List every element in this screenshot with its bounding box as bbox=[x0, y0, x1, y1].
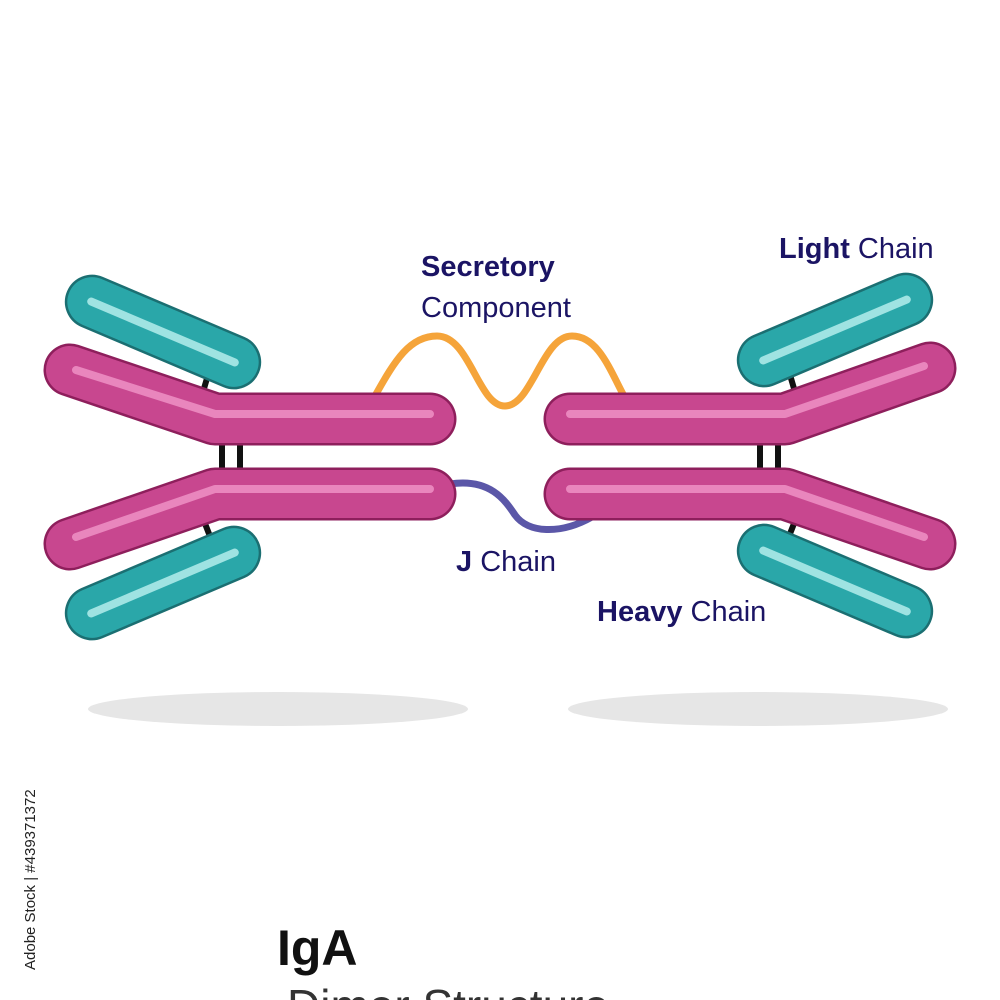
j-chain-label: J Chain bbox=[456, 544, 556, 580]
secretory-component bbox=[371, 332, 628, 410]
heavy-chain-label-bold: Heavy bbox=[597, 596, 683, 628]
left-monomer-shadow bbox=[88, 692, 468, 726]
left-upper-heavy-chain bbox=[43, 343, 457, 446]
j-chain-label-bold: J bbox=[456, 546, 473, 578]
light-chain-label-rest: Chain bbox=[849, 233, 934, 265]
left-lower-heavy-chain bbox=[43, 467, 457, 571]
diagram-title: IgA bbox=[277, 920, 358, 976]
left-monomer bbox=[43, 274, 457, 641]
stock-id-text: Adobe Stock | #439371372 bbox=[22, 789, 39, 970]
left-upper-light-chain bbox=[64, 274, 262, 390]
heavy-chain-label: Heavy Chain bbox=[597, 594, 766, 630]
right-lower-light-chain bbox=[736, 523, 934, 639]
diagram-subtitle: Dimer Structure bbox=[287, 978, 609, 1000]
light-chain-label: Light Chain bbox=[779, 231, 934, 267]
secretory-label-line2: Component bbox=[421, 292, 571, 324]
right-monomer-shadow bbox=[568, 692, 948, 726]
right-lower-heavy-chain bbox=[543, 467, 957, 571]
light-chain-label-bold: Light bbox=[779, 233, 850, 265]
heavy-chain-label-rest: Chain bbox=[682, 596, 767, 628]
right-monomer bbox=[543, 272, 957, 639]
secretory-label-line1: Secretory bbox=[421, 251, 555, 283]
left-lower-light-chain bbox=[64, 525, 262, 641]
right-upper-heavy-chain bbox=[543, 341, 957, 446]
j-chain bbox=[446, 479, 596, 533]
j-chain-label-rest: Chain bbox=[472, 546, 556, 578]
right-upper-light-chain bbox=[736, 272, 934, 388]
